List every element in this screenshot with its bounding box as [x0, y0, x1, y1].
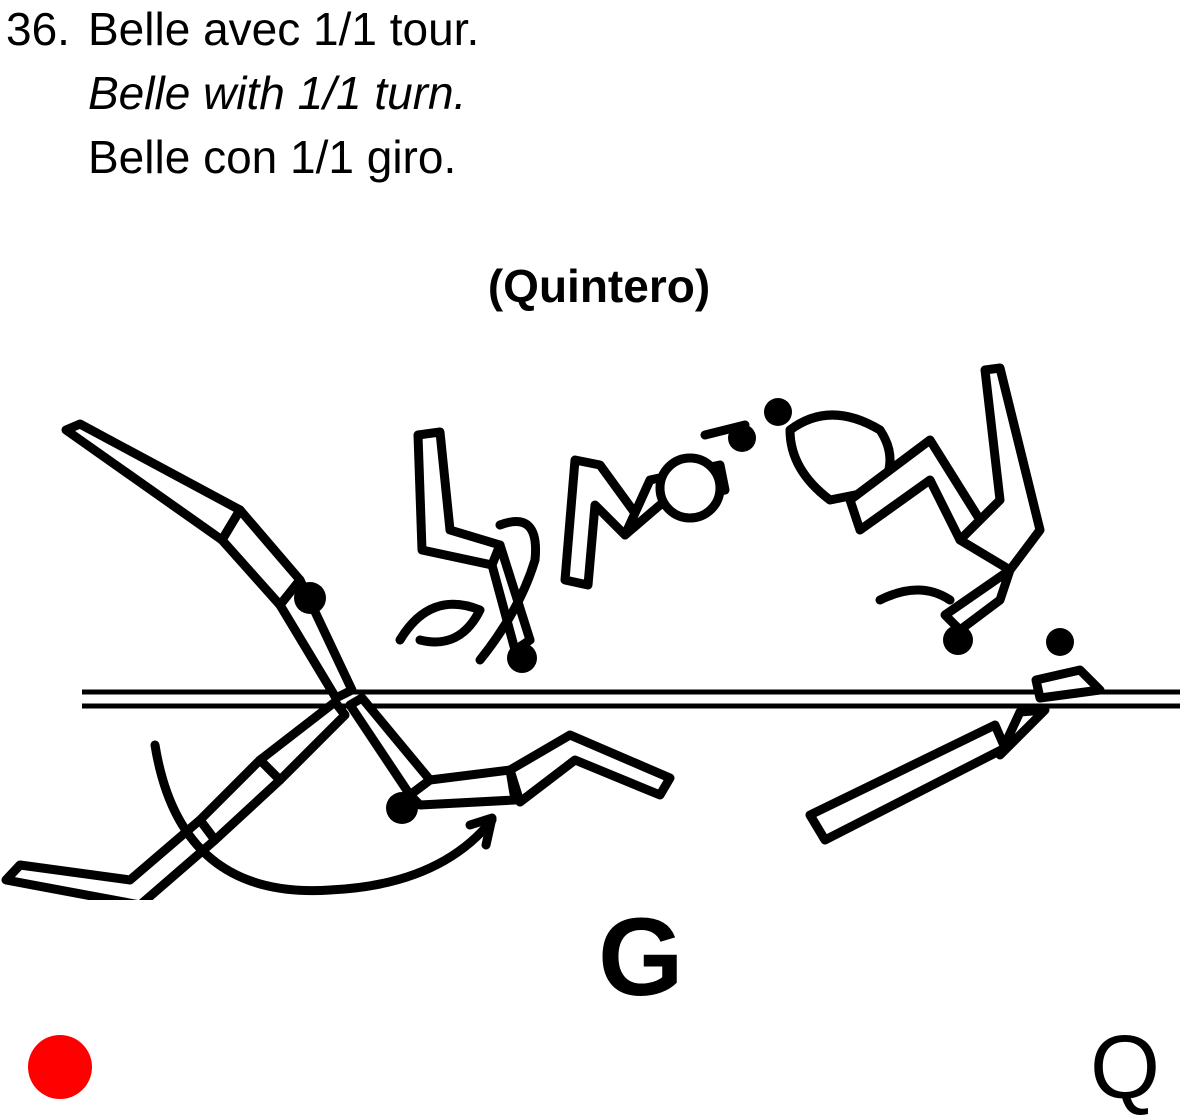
apparatus-letter: Q — [1090, 1018, 1161, 1118]
figure-turn-layout — [764, 363, 1045, 655]
figure-pike — [395, 427, 541, 673]
gymnast-name: (Quintero) — [487, 260, 711, 312]
figure-turn-air — [560, 420, 756, 590]
figure-finish — [805, 628, 1105, 845]
element-name-it: Belle con 1/1 giro. — [88, 131, 457, 183]
horizontal-bar — [82, 689, 1180, 709]
element-name-en: Belle with 1/1 turn. — [88, 67, 467, 119]
rotation-arrow — [150, 740, 497, 896]
difficulty-value: G — [598, 896, 684, 1019]
marker-dot — [28, 1035, 92, 1099]
figure-swing-forward — [345, 693, 675, 824]
figure-swing-under — [1, 697, 350, 900]
element-number: 36. — [6, 3, 70, 55]
figure-start — [61, 419, 357, 703]
skill-illustration — [1, 363, 1180, 900]
element-name-fr: Belle avec 1/1 tour. — [88, 3, 480, 55]
